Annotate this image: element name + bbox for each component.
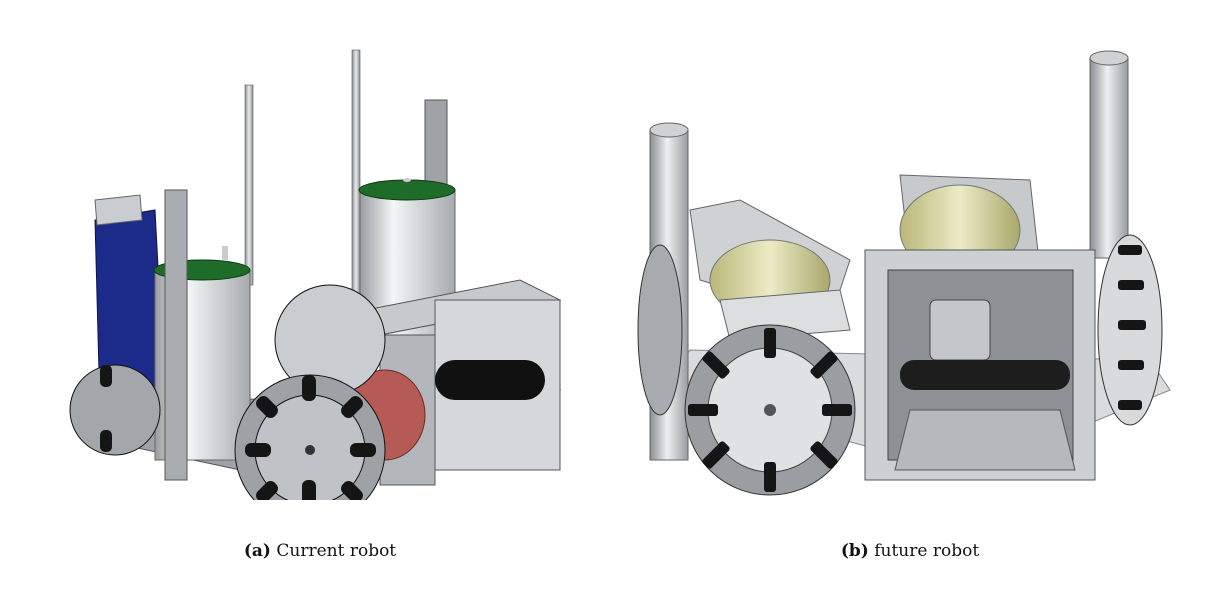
caption-a-text: Current robot — [276, 541, 397, 561]
future-robot-illustration — [637, 50, 1171, 496]
figure-panel-a: (a) Current robot — [40, 0, 600, 599]
caption-b-text: future robot — [874, 541, 980, 561]
figure-panel-b: (b) future robot — [630, 0, 1190, 599]
caption-a: (a) Current robot — [40, 541, 600, 561]
caption-b-tag: (b) — [840, 541, 869, 561]
caption-b: (b) future robot — [630, 541, 1190, 561]
caption-a-tag: (a) — [243, 541, 271, 561]
current-robot-illustration — [69, 49, 562, 500]
